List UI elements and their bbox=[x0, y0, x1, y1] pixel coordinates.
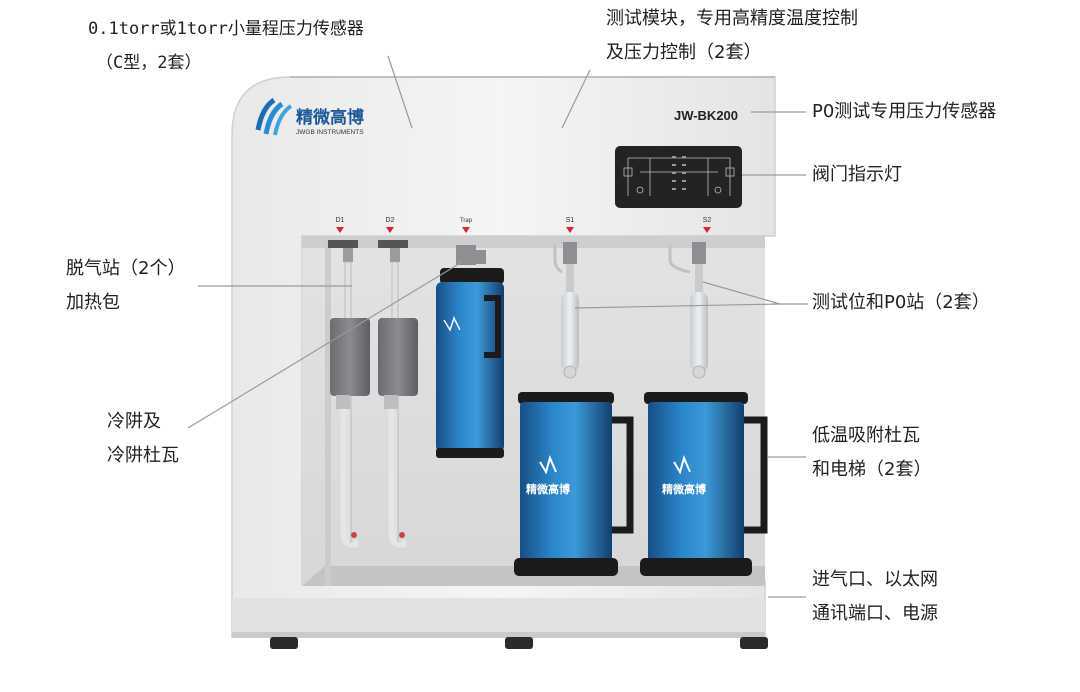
annotation-test-module: 测试模块，专用高精度温度控制 及压力控制（2套） bbox=[606, 2, 858, 70]
marker-d1 bbox=[336, 227, 344, 233]
leader-lines bbox=[187, 55, 808, 598]
valve-indicator-panel bbox=[615, 146, 742, 208]
station-label-d2: D2 bbox=[386, 217, 395, 224]
degas-station-1 bbox=[328, 240, 370, 548]
brand-name-en: JWGB INSTRUMENTS bbox=[296, 129, 364, 136]
degas-station-2 bbox=[378, 240, 418, 548]
annotation-p0-sensor: P0测试专用压力传感器 bbox=[812, 95, 996, 129]
annotation-valve-indicator: 阀门指示灯 bbox=[812, 158, 902, 192]
annotation-line: 脱气站（2个） bbox=[66, 258, 186, 279]
annotation-line: P0测试专用压力传感器 bbox=[812, 101, 997, 122]
marker-s2 bbox=[703, 227, 711, 233]
instrument-body bbox=[231, 76, 776, 638]
annotation-line: 冷阱及 bbox=[107, 411, 161, 432]
annotation-line: 测试位和P0站（2套） bbox=[812, 292, 990, 313]
annotation-cold-trap: 冷阱及 冷阱杜瓦 bbox=[107, 405, 179, 473]
dewar-logo-icon bbox=[673, 455, 691, 475]
heating-mantle-1 bbox=[330, 318, 370, 396]
station-label-d1: D1 bbox=[336, 217, 345, 224]
logo-mark-icon bbox=[255, 97, 293, 136]
station-label-trap: Trap bbox=[460, 218, 473, 224]
annotation-line: 测试模块，专用高精度温度控制 bbox=[606, 8, 858, 29]
dewar-brand-1: 精微高博 bbox=[526, 482, 570, 496]
station-markers: D1 D2 Trap S1 S2 bbox=[336, 217, 712, 233]
annotation-dewar-elevator: 低温吸附杜瓦 和电梯（2套） bbox=[812, 419, 931, 487]
annotation-line: 冷阱杜瓦 bbox=[107, 445, 179, 466]
annotation-ports: 进气口、以太网 通讯端口、电源 bbox=[812, 563, 938, 631]
instrument-feet bbox=[270, 637, 768, 649]
brand-logo: 精微高博 JWGB INSTRUMENTS bbox=[255, 97, 364, 136]
station-label-s1: S1 bbox=[566, 217, 575, 224]
test-station-s2 bbox=[668, 242, 708, 379]
sample-dewar-1: 精微高博 bbox=[514, 392, 634, 576]
annotation-line: 低温吸附杜瓦 bbox=[812, 425, 920, 446]
marker-d2 bbox=[386, 227, 394, 233]
annotation-line: 加热包 bbox=[66, 292, 120, 313]
cold-trap-dewar bbox=[436, 245, 504, 458]
annotation-test-station: 测试位和P0站（2套） bbox=[812, 286, 990, 320]
annotation-line: 0.1torr或1torr小量程压力传感器 bbox=[88, 19, 364, 39]
test-station-s1 bbox=[553, 242, 579, 379]
annotation-line: 及压力控制（2套） bbox=[606, 42, 762, 63]
annotation-line: 进气口、以太网 bbox=[812, 569, 938, 590]
heating-mantle-2 bbox=[378, 318, 418, 396]
brand-name-cn: 精微高博 bbox=[296, 107, 364, 128]
station-label-s2: S2 bbox=[703, 217, 712, 224]
annotation-line: （C型，2套） bbox=[96, 53, 202, 73]
dewar-logo-icon bbox=[539, 455, 557, 475]
sample-dewar-2: 精微高博 bbox=[640, 392, 768, 576]
annotation-degas-station: 脱气站（2个） 加热包 bbox=[66, 252, 185, 320]
annotation-line: 和电梯（2套） bbox=[812, 459, 932, 480]
annotation-line: 通讯端口、电源 bbox=[812, 603, 938, 624]
dewar-brand-2: 精微高博 bbox=[662, 482, 706, 496]
marker-s1 bbox=[566, 227, 574, 233]
dewar-logo-icon bbox=[443, 316, 461, 332]
marker-trap bbox=[462, 227, 470, 233]
annotation-line: 阀门指示灯 bbox=[812, 164, 902, 185]
annotation-sensor-small: 0.1torr或1torr小量程压力传感器 （C型，2套） bbox=[88, 12, 364, 80]
model-number: JW-BK200 bbox=[674, 108, 738, 123]
